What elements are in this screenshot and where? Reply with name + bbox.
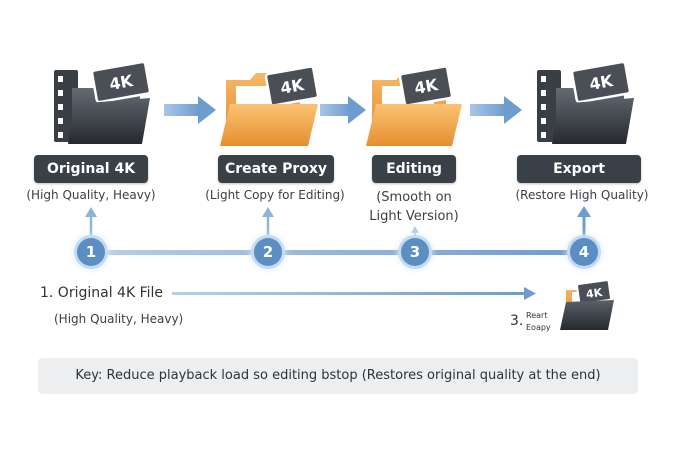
small-folder-badge: 4K	[585, 286, 603, 301]
up-arrow	[577, 206, 591, 236]
flow-arrow	[470, 96, 522, 124]
stage-3-badge: 4K	[413, 75, 440, 98]
step-4-circle: 4	[570, 238, 598, 266]
up-arrow	[85, 207, 97, 236]
step-3-circle: 3	[401, 238, 429, 266]
timeline-line	[96, 250, 586, 255]
flow-arrow	[164, 96, 216, 124]
orange-folder-icon: 4K	[220, 65, 320, 146]
detail-arrow	[172, 287, 536, 300]
step-3-detail-number: 3.	[510, 313, 524, 329]
step-1-detail-title: 1. Original 4K File	[40, 285, 164, 301]
stage-4-title: Export	[517, 155, 641, 183]
stage-1-title: Original 4K File	[34, 155, 148, 205]
stage-1-subtitle: (High Quality, Heavy)	[26, 188, 156, 202]
film-folder-icon: 4K	[537, 60, 634, 144]
up-arrow	[411, 226, 419, 236]
stage-1-badge: 4K	[108, 71, 135, 94]
orange-folder-icon: 4K	[366, 65, 462, 146]
film-folder-icon: 4K	[54, 60, 152, 144]
stage-4-subtitle: (Restore High Quality)	[515, 188, 649, 202]
stage-4-badge: 4K	[588, 71, 615, 94]
step-3-detail-line1: Reart	[526, 311, 548, 320]
key-note: Key: Reduce playback load so editing bst…	[38, 358, 638, 394]
step-1-circle: 1	[77, 238, 105, 266]
stage-3-title: Editing	[372, 155, 456, 183]
small-folder-icon: 4K	[560, 279, 614, 330]
stage-3-subtitle: (Smooth on Light Version)	[369, 190, 459, 224]
step-1-detail-subtitle: (High Quality, Heavy)	[54, 312, 184, 326]
stage-2-badge: 4K	[279, 75, 306, 98]
stage-2-title: Create Proxy	[218, 155, 334, 183]
up-arrow	[262, 207, 274, 236]
flow-arrow	[320, 96, 366, 124]
stage-2-subtitle: (Light Copy for Editing)	[205, 188, 345, 202]
step-2-circle: 2	[254, 238, 282, 266]
step-3-detail-line2: Eoapy	[526, 323, 551, 332]
